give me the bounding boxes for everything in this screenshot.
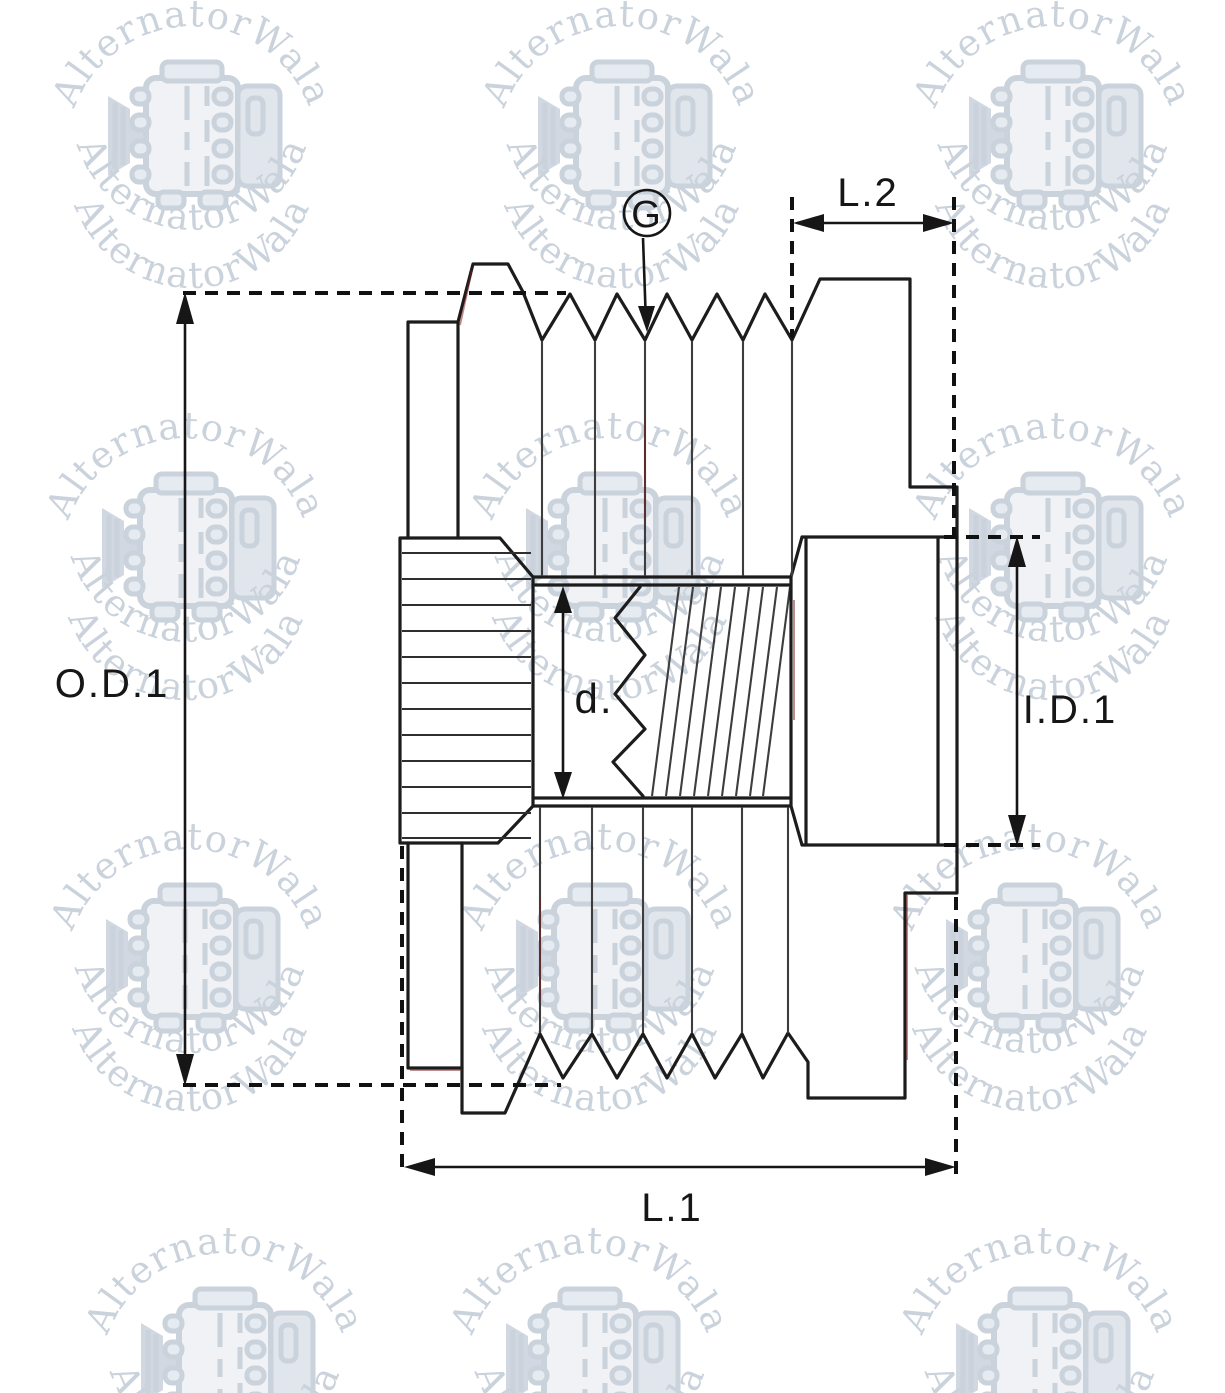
watermark-logo: [881, 815, 1179, 1120]
groove-arrow: [638, 306, 655, 332]
id1-arrow-down: [1008, 815, 1026, 846]
l2-extension-lines: [790, 197, 956, 535]
od1-arrow-up: [176, 292, 194, 324]
hub-spline-section: [398, 536, 535, 845]
watermark-logo: [41, 815, 339, 1120]
watermark-logo: [76, 1219, 374, 1393]
dimension-id1: I.D.1: [944, 535, 1117, 847]
l2-label: L.2: [837, 171, 899, 215]
l1-arrow-right: [925, 1158, 956, 1176]
thread-hatch-lines: [650, 586, 792, 797]
l1-arrow-left: [404, 1158, 435, 1176]
l2-arrow-right: [923, 214, 954, 232]
flange-ring-edges: [456, 320, 464, 1070]
bore-arrow-down: [554, 772, 572, 799]
watermark-logo: [891, 1219, 1189, 1393]
groove-label: G: [631, 194, 663, 236]
dimension-l1: L.1: [400, 846, 958, 1230]
watermark-logo: [451, 815, 749, 1120]
l1-extension-lines: [400, 846, 958, 1175]
watermark-logo: [441, 1219, 739, 1393]
od1-arrow-down: [176, 1054, 194, 1086]
dimension-l2: L.2: [790, 171, 956, 535]
watermark-logo: [904, 0, 1202, 297]
bore-walls: [531, 575, 792, 808]
l1-label: L.1: [641, 1186, 703, 1230]
bearing-boss: [789, 535, 959, 847]
watermark-logo: [461, 404, 759, 709]
dimension-od1: O.D.1: [55, 291, 566, 1087]
pulley-outer-profile: [406, 262, 959, 1115]
id1-arrow-up: [1008, 536, 1026, 567]
watermark-logo: [43, 0, 341, 297]
l2-arrow-left: [793, 214, 824, 232]
watermark-logo: [473, 0, 771, 297]
groove-callout-circle: [622, 188, 672, 238]
dimension-bore: d.: [554, 586, 613, 799]
scan-artifacts: [410, 269, 908, 1071]
thread-break-zigzag: [611, 585, 647, 798]
od1-extension-lines: [183, 291, 566, 1087]
bore-arrow-up: [554, 586, 572, 613]
callout-groove: G: [622, 188, 672, 332]
od1-label: O.D.1: [55, 662, 169, 706]
bore-label: d.: [574, 675, 613, 722]
id1-extension-lines: [944, 535, 1040, 847]
watermark-logo: [904, 404, 1202, 709]
id1-label: I.D.1: [1023, 688, 1117, 732]
hub-hatch-lines: [402, 552, 531, 839]
pulley-drawing: [398, 262, 959, 1115]
